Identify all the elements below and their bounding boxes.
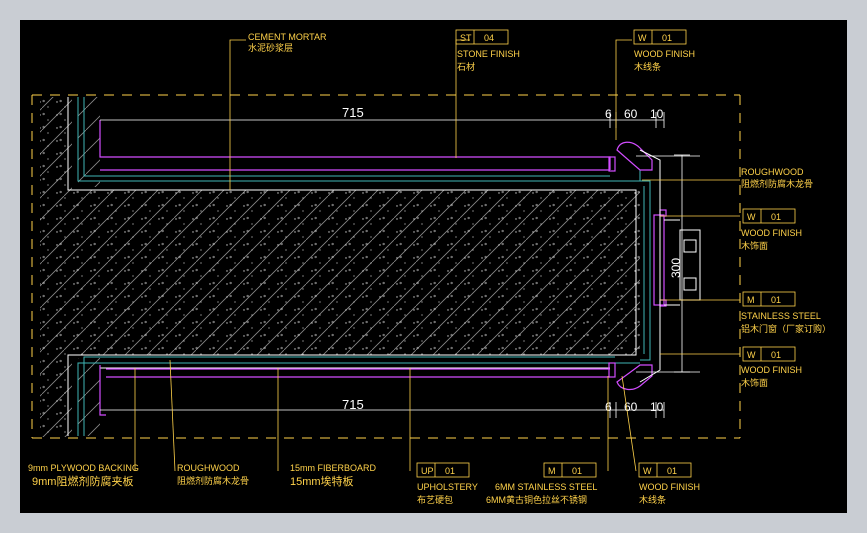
dim-gap-c: 10: [650, 107, 664, 121]
wood-bottom-num: 01: [667, 466, 677, 476]
wood-top-cn: 木线条: [634, 61, 661, 72]
dim-gap-a2: 6: [605, 400, 612, 414]
wood-right1-tag: W: [747, 212, 756, 222]
steel-right-num: 01: [771, 295, 781, 305]
wood-right1-cn: 木饰面: [741, 240, 768, 251]
cement-en: CEMENT MORTAR: [248, 32, 327, 42]
tag-boxes: [416, 29, 796, 478]
wood-top-en: WOOD FINISH: [634, 49, 695, 59]
steel-bottom-cn: 6MM黄古铜色拉丝不锈钢: [486, 494, 587, 505]
steel-right-en: STAINLESS STEEL: [741, 311, 821, 321]
wood-top-tag: W: [638, 33, 647, 43]
annotation-text: CEMENT MORTAR 水泥砂浆层 ST 04 STONE FINISH 石…: [28, 32, 831, 505]
steel-right-cn: 铝木门窗（厂家订购）: [741, 323, 831, 334]
dim-vertical: 300: [669, 258, 683, 278]
steel-bottom-num: 01: [572, 466, 582, 476]
wood-top-num: 01: [662, 33, 672, 43]
steel-right-tag: M: [747, 295, 755, 305]
plywood-en: 9mm PLYWOOD BACKING: [28, 463, 139, 473]
steel-bottom-en: 6MM STAINLESS STEEL: [495, 482, 597, 492]
fiberboard-cn: 15mm埃特板: [290, 474, 354, 488]
stone-cn: 石材: [457, 61, 475, 72]
roughwood-right-cn: 阻燃剂防腐木龙骨: [741, 178, 813, 189]
cement-cn: 水泥砂浆层: [248, 42, 293, 53]
upholstery-cn: 布艺硬包: [417, 494, 453, 505]
dashed-outline: [31, 94, 741, 439]
cad-drawing-area[interactable]: 715 715 6 60 10 6 60 10 300 C: [20, 20, 847, 513]
roughwood-bottom-en: ROUGHWOOD: [177, 463, 240, 473]
finish-lines: [99, 120, 667, 416]
upholstery-tag: UP: [421, 466, 434, 476]
section-detail-drawing: 715 715 6 60 10 6 60 10 300 C: [28, 29, 831, 505]
dim-bottom-length: 715: [342, 397, 364, 412]
stone-en: STONE FINISH: [457, 49, 520, 59]
wood-bottom-en: WOOD FINISH: [639, 482, 700, 492]
wall-outline: [67, 97, 637, 436]
leader-lines: [134, 39, 740, 472]
steel-bottom-tag: M: [548, 466, 556, 476]
wood-right2-en: WOOD FINISH: [741, 365, 802, 375]
dim-gap-b: 60: [624, 107, 638, 121]
dim-gap-a: 6: [605, 107, 612, 121]
stone-num: 04: [484, 33, 494, 43]
plywood-cn: 9mm阻燃剂防腐夹板: [32, 474, 133, 488]
dimension-lines: [100, 112, 700, 418]
roughwood-right-en: ROUGHWOOD: [741, 167, 804, 177]
cyan-layers: [77, 97, 651, 436]
fiberboard-en: 15mm FIBERBOARD: [290, 463, 377, 473]
wood-right2-tag: W: [747, 350, 756, 360]
wood-right2-num: 01: [771, 350, 781, 360]
wood-right1-en: WOOD FINISH: [741, 228, 802, 238]
stone-tag: ST: [460, 33, 472, 43]
dim-top-length: 715: [342, 105, 364, 120]
wood-bottom-cn: 木线条: [639, 494, 666, 505]
wood-right1-num: 01: [771, 212, 781, 222]
roughwood-bottom-cn: 阻燃剂防腐木龙骨: [177, 475, 249, 486]
wall-section: [40, 97, 640, 437]
wood-right2-cn: 木饰面: [741, 377, 768, 388]
dim-gap-c2: 10: [650, 400, 664, 414]
upholstery-num: 01: [445, 466, 455, 476]
wood-bottom-tag: W: [643, 466, 652, 476]
upholstery-en: UPHOLSTERY: [417, 482, 478, 492]
